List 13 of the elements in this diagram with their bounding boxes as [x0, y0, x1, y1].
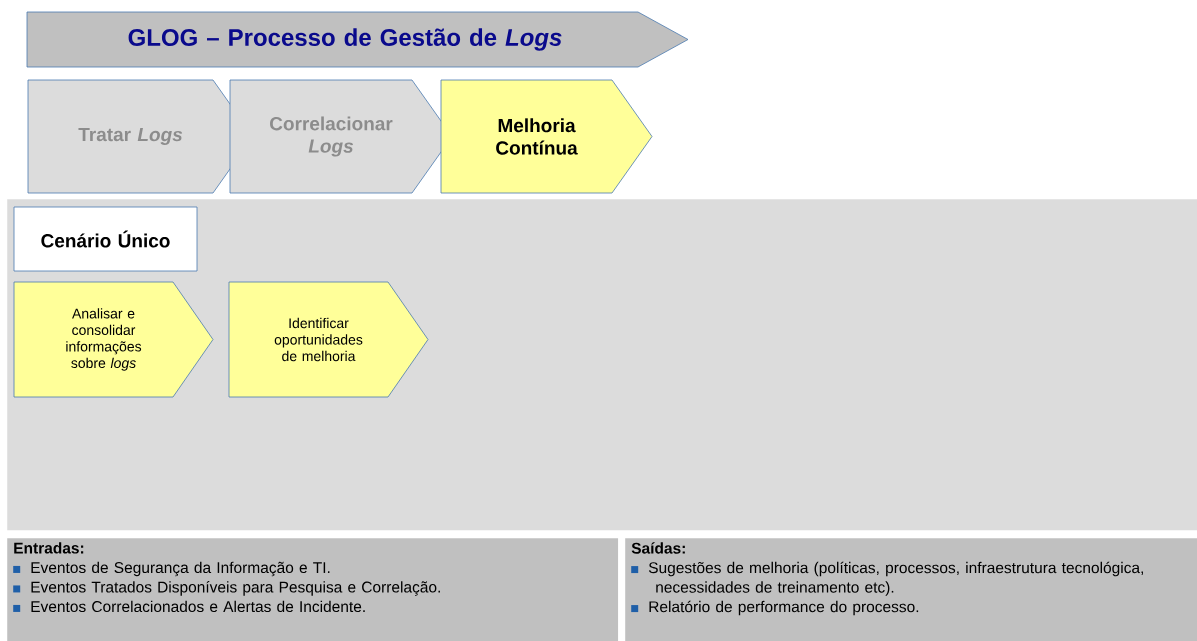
bullet-item: Eventos Correlacionados e Alertas de Incidente.: [13, 600, 365, 613]
panel-heading: Saídas:: [631, 542, 685, 554]
bullet-item: Relatório de performance do processo.: [631, 600, 919, 616]
process-step: Melhoria Contínua: [440, 79, 653, 194]
panel-heading: Entradas:: [14, 542, 84, 554]
title-chevron: GLOG – Processo de Gestão de Logs: [26, 11, 689, 68]
info-panel: [7, 538, 619, 641]
info-panel: [625, 538, 1197, 641]
bullet-item: Eventos de Segurança da Informação e TI.: [13, 561, 330, 577]
bullet-item: Sugestões de melhoria (políticas, processos, infraestrutura tecnológica, necessidades de treinamento etc).: [631, 561, 1143, 596]
bullet-item: Eventos Tratados Disponíveis para Pesquisa e Correlação.: [13, 581, 440, 596]
scenario-box: Cenário Único: [13, 206, 198, 272]
process-step: Correlacionar Logs: [229, 79, 453, 194]
